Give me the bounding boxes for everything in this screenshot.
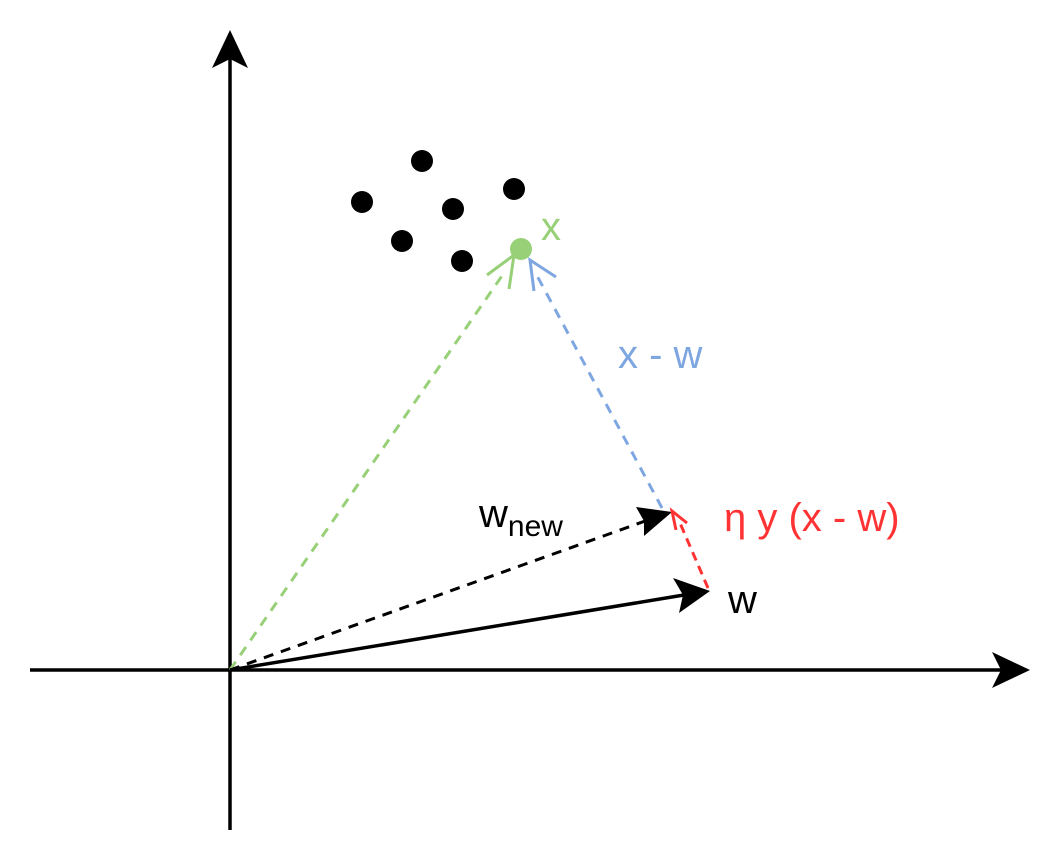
w-new-label: wnew	[478, 492, 563, 543]
x-minus-w-vector	[533, 271, 664, 509]
w-vector-arrowhead-icon	[673, 578, 710, 613]
x-axis-arrowhead-icon	[992, 652, 1030, 688]
cluster-point	[503, 178, 525, 200]
cluster-point	[451, 250, 473, 272]
x-label: x	[541, 205, 561, 249]
cluster-point	[411, 150, 433, 172]
w-label: w	[727, 578, 757, 622]
update-vector-arrowhead-icon	[669, 507, 688, 531]
x-point	[510, 238, 532, 260]
w-new-arrowhead-icon	[636, 507, 672, 536]
x-minus-w-label: x - w	[618, 333, 703, 377]
cluster-points	[351, 150, 525, 272]
w-new-label-base: w	[478, 492, 508, 536]
y-axis-arrowhead-icon	[212, 30, 248, 68]
w-new-vector	[229, 518, 649, 672]
w-vector	[229, 592, 691, 672]
x-vector	[228, 269, 508, 671]
x-minus-w-arrowhead-icon	[528, 256, 557, 292]
cluster-point	[442, 198, 464, 220]
update-vector	[678, 522, 710, 589]
cluster-point	[391, 230, 413, 252]
update-label: η y (x - w)	[724, 496, 900, 540]
cluster-point	[351, 191, 373, 213]
w-new-label-subscript: new	[508, 510, 563, 543]
x-vector-arrowhead-icon	[486, 251, 517, 290]
